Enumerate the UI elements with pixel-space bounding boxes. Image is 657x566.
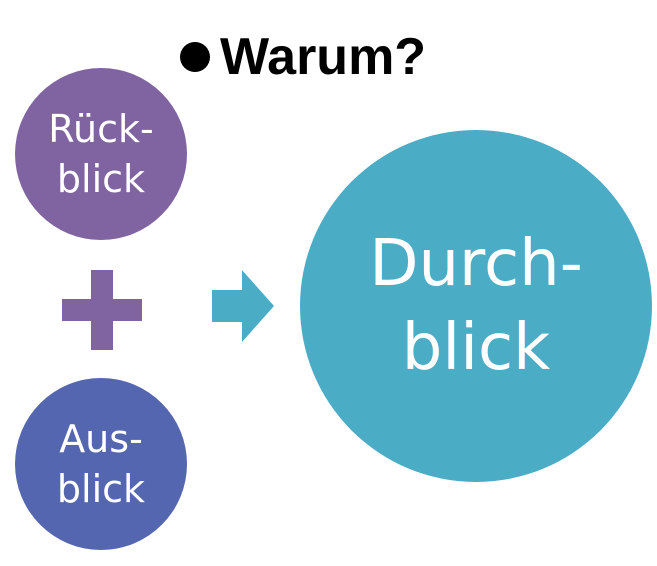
plus-icon [62, 270, 142, 350]
plus-shape [62, 270, 142, 350]
rueckblick-node: Rück- blick [15, 68, 187, 240]
ausblick-label-line2: blick [56, 467, 146, 511]
title-text: Warum? [220, 28, 427, 86]
arrow-shape [212, 270, 274, 342]
ausblick-node: Aus- blick [15, 378, 187, 550]
ausblick-label-line1: Aus- [59, 417, 143, 461]
durchblick-node: Durch- blick [300, 130, 652, 482]
durchblick-label-line2: blick [401, 311, 551, 385]
rueckblick-label-line2: blick [56, 157, 146, 201]
rueckblick-label-line1: Rück- [48, 107, 154, 151]
arrow-right-icon [212, 270, 274, 342]
page-title: Warum? [180, 22, 500, 92]
durchblick-label-line1: Durch- [369, 227, 583, 301]
bullet-dot-icon [180, 42, 210, 72]
